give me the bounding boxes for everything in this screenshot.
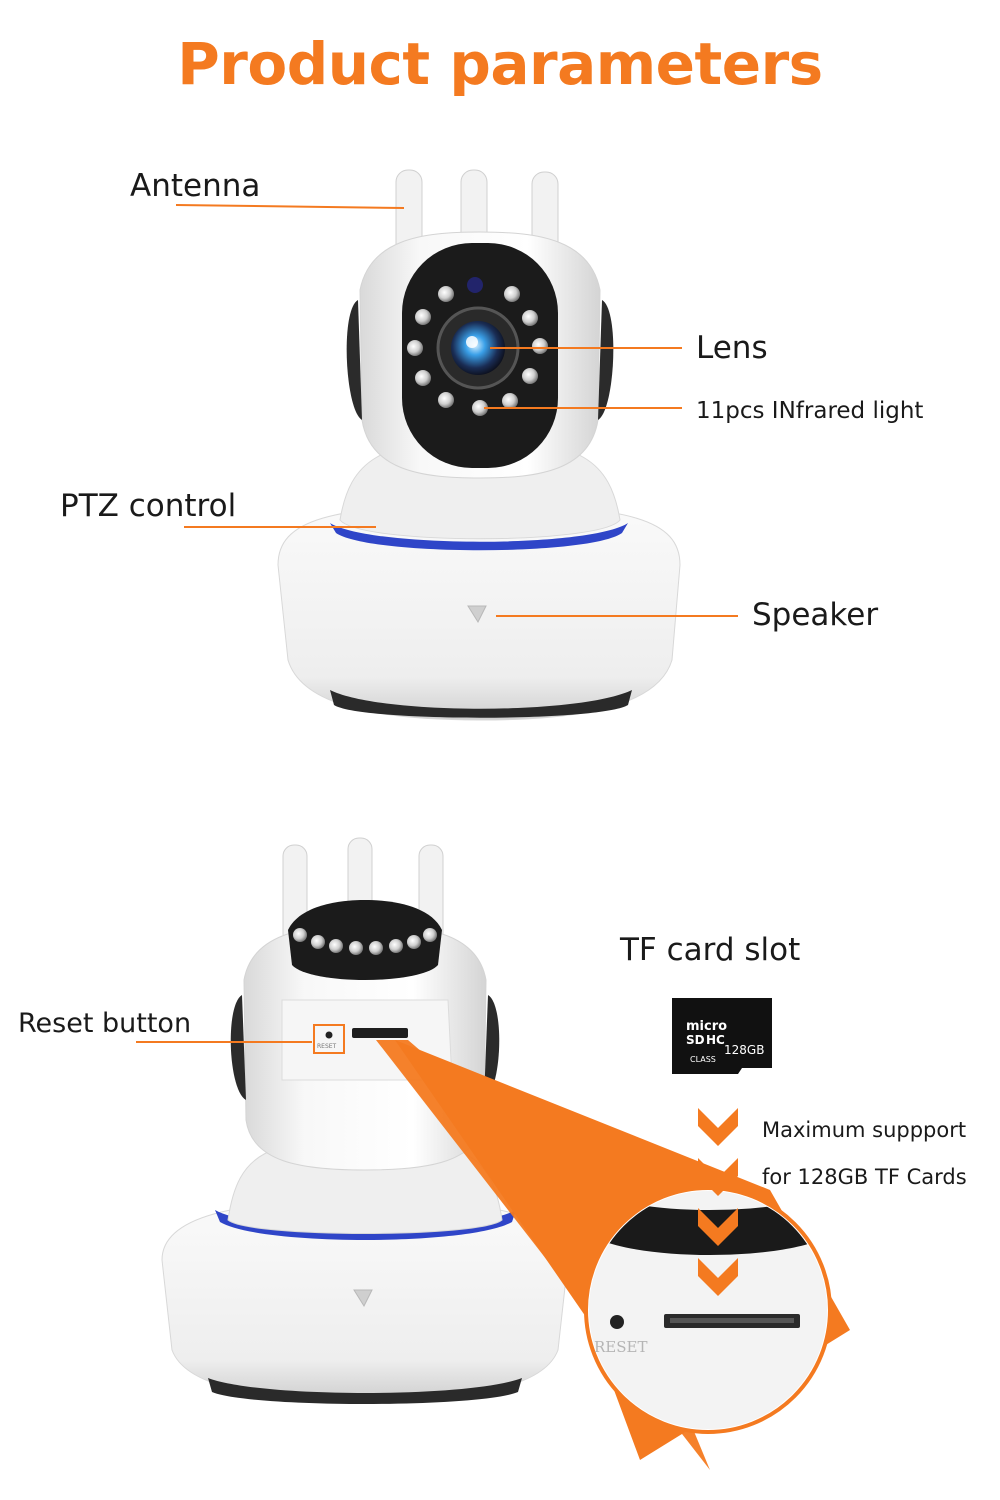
card-micro-text: micro [686, 1019, 728, 1034]
down-arrows-icon [698, 1108, 738, 1296]
tf-slot-small [352, 1028, 408, 1038]
camera-front-view [277, 169, 681, 721]
reset-hole-icon [325, 1031, 333, 1039]
reset-small-mark: RESET [317, 1043, 337, 1050]
ptz-label: PTZ control [60, 488, 237, 524]
reset-zoom-mark: RESET [594, 1338, 648, 1356]
speaker-label: Speaker [752, 597, 879, 633]
camera-rear-view [161, 837, 569, 1404]
callout-lines-top [175, 204, 738, 617]
microsd-card-icon [672, 998, 772, 1074]
zoom-circle [584, 1186, 832, 1434]
infrared-led-ring [407, 286, 548, 416]
card-capacity-text: 128GB [724, 1043, 765, 1057]
antenna-label: Antenna [130, 168, 261, 204]
card-class-text: CLASS [690, 1055, 716, 1064]
reset-label: Reset button [18, 1008, 192, 1039]
lens-label: Lens [696, 330, 768, 366]
page-title: Product parameters [177, 30, 823, 98]
tf-slot-label: TF card slot [620, 932, 801, 968]
support-note-line2: for 128GB TF Cards [762, 1165, 967, 1189]
card-hc-text: HC [706, 1033, 725, 1047]
infrared-label: 11pcs INfrared light [696, 398, 924, 424]
support-note-line1: Maximum suppport [762, 1118, 967, 1142]
reset-highlight-box [313, 1024, 345, 1054]
card-sd-text: SD [686, 1033, 705, 1047]
